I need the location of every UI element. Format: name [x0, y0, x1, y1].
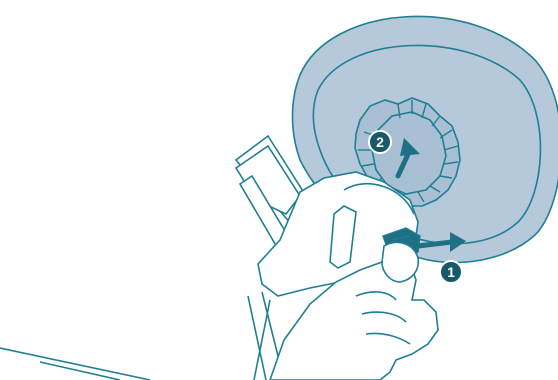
step-badge-1: 1: [440, 261, 462, 283]
hand-thumb: [382, 242, 418, 282]
wrist-lines: [0, 348, 150, 380]
step-badge-2-number: 2: [376, 134, 384, 150]
step-badge-1-number: 1: [447, 264, 455, 280]
step-badge-2: 2: [369, 131, 391, 153]
